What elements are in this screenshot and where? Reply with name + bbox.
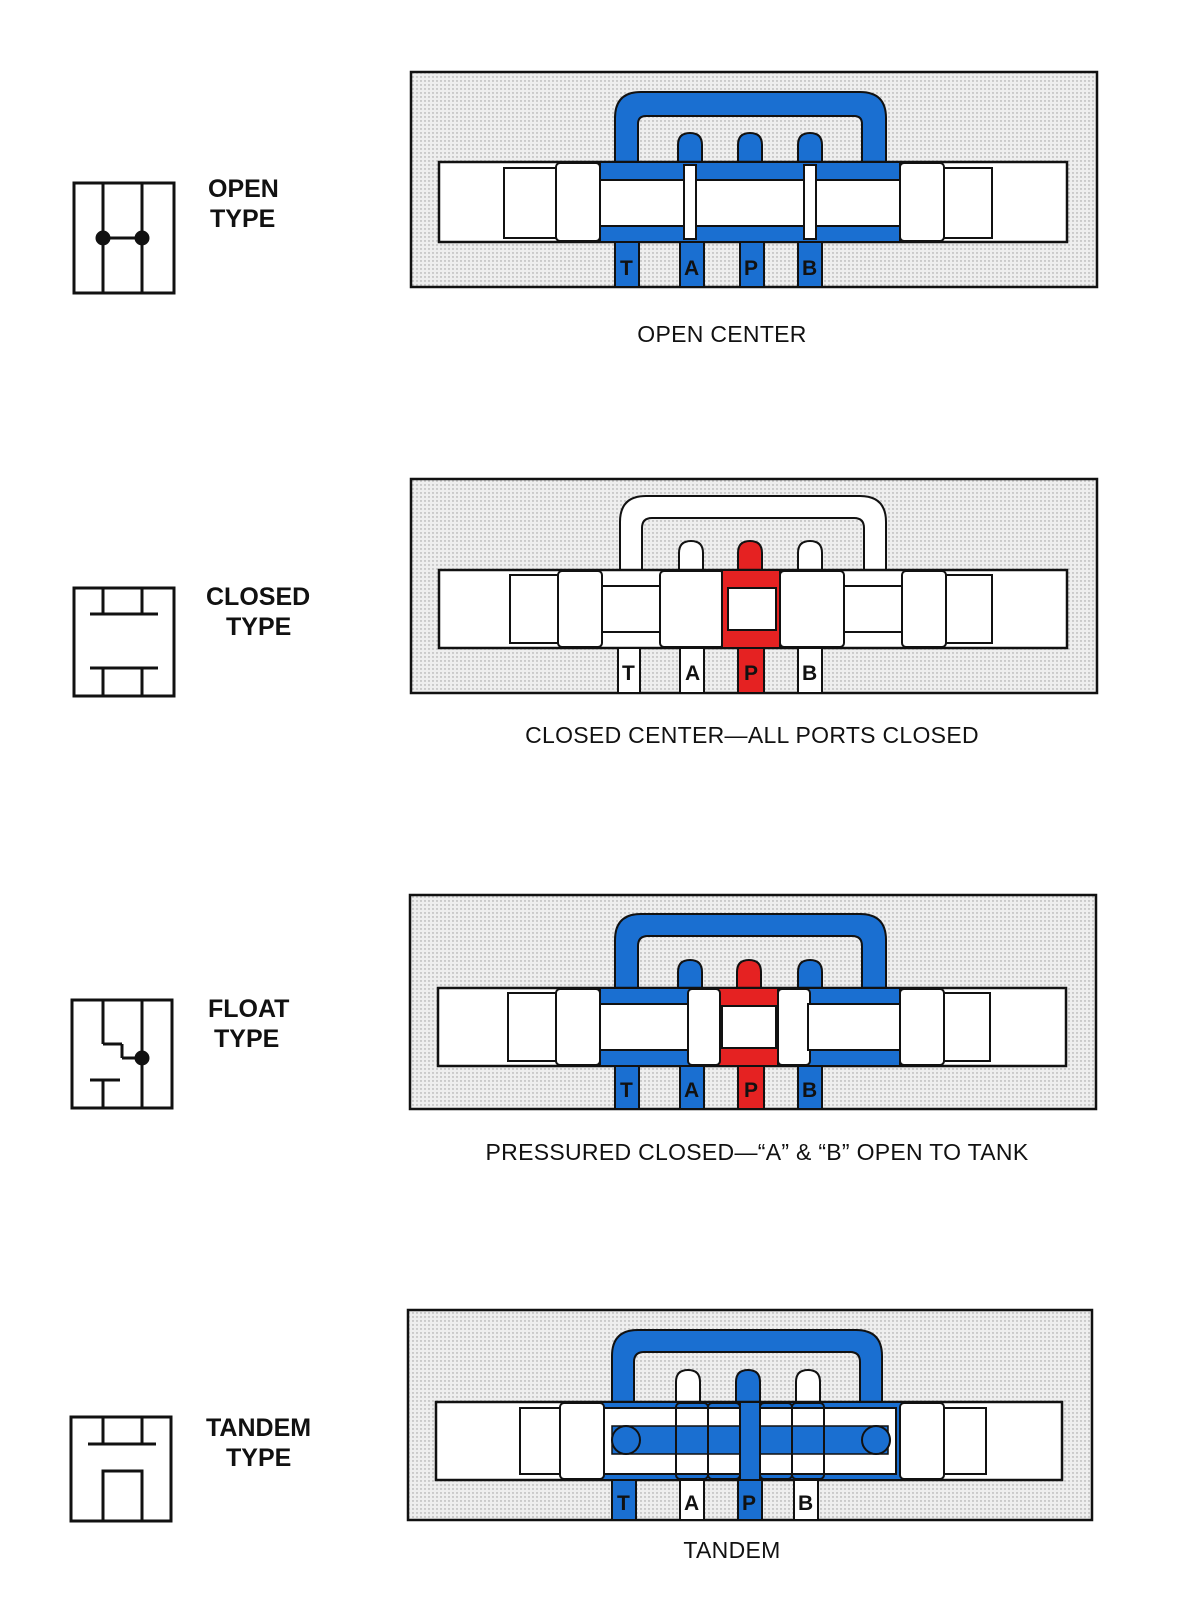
port-label: B (802, 257, 817, 280)
valve-body: T A P B (409, 477, 1099, 695)
closed-type-symbol (72, 586, 176, 698)
caption: PRESSURED CLOSED—“A” & “B” OPEN TO TANK (486, 1139, 1029, 1165)
float-type-symbol (70, 998, 174, 1110)
open-type-symbol (72, 181, 176, 295)
caption: CLOSED CENTER—ALL PORTS CLOSED (525, 722, 979, 748)
type-label-line2: TYPE (210, 205, 275, 233)
caption: TANDEM (683, 1537, 780, 1563)
type-label-line2: TYPE (226, 613, 291, 641)
type-label-line2: TYPE (226, 1444, 291, 1472)
type-label-line1: FLOAT (208, 995, 289, 1023)
tandem-type-symbol (69, 1415, 173, 1523)
valve-body: T A P B (406, 1308, 1094, 1522)
port-label: P (744, 257, 758, 280)
port-label: A (685, 662, 700, 685)
port-label: A (684, 1079, 699, 1102)
port-label: P (742, 1492, 756, 1515)
port-label: T (620, 1079, 633, 1102)
section-closed: CLOSED TYPE T A P B (72, 477, 1099, 748)
section-float: FLOAT TYPE T A P B (70, 893, 1098, 1165)
port-label: T (622, 662, 635, 685)
port-label: B (798, 1492, 813, 1515)
type-label-line1: CLOSED (206, 583, 310, 611)
valve-body: T A P B (408, 893, 1098, 1111)
caption: OPEN CENTER (637, 321, 806, 347)
port-label: T (620, 257, 633, 280)
port-label: T (617, 1492, 630, 1515)
port-label: B (802, 1079, 817, 1102)
port-label: A (684, 257, 699, 280)
port-label: P (744, 662, 758, 685)
type-label-line2: TYPE (214, 1025, 279, 1053)
type-label-line1: TANDEM (206, 1414, 311, 1442)
type-label-line1: OPEN (208, 175, 279, 203)
port-label: B (802, 662, 817, 685)
section-open: OPEN TYPE T A P B OPEN CENTER (72, 70, 1099, 347)
port-label: A (684, 1492, 699, 1515)
valve-body: T A P B (409, 70, 1099, 289)
section-tandem: TANDEM TYPE T (69, 1308, 1094, 1563)
port-label: P (744, 1079, 758, 1102)
